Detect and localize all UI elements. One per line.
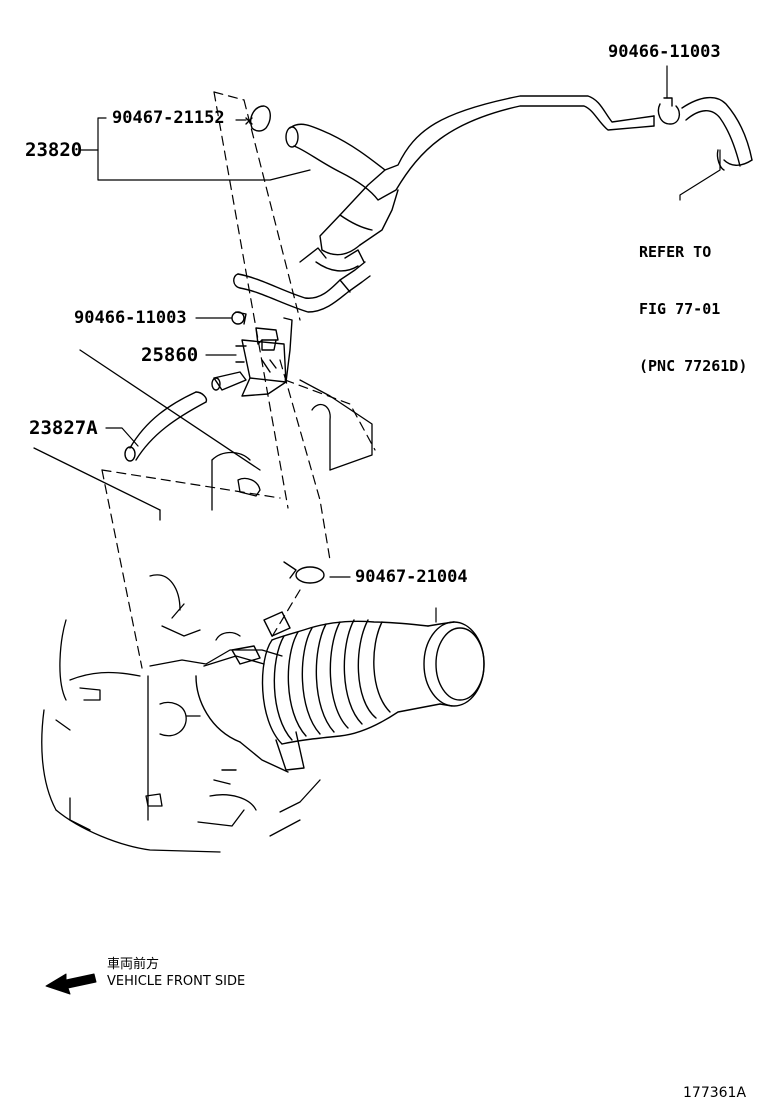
engine-block bbox=[33, 349, 373, 853]
part-number-90466-11003-mid: 90466-11003 bbox=[74, 308, 187, 328]
part-number-23820: 23820 bbox=[25, 139, 83, 161]
intake-air-hose bbox=[261, 619, 485, 745]
part-number-90466-11003-top: 90466-11003 bbox=[608, 42, 721, 62]
reference-note-line1: REFER TO bbox=[639, 243, 712, 261]
cap-90467-21152 bbox=[245, 105, 271, 132]
vacuum-hose-23820 bbox=[233, 95, 655, 313]
part-number-23827a: 23827A bbox=[29, 417, 98, 439]
vehicle-front-label-jp: 車両前方 bbox=[107, 957, 160, 972]
hose-23827a bbox=[124, 391, 208, 462]
illustration-number: 177361A bbox=[683, 1085, 747, 1101]
vehicle-front-label-en: VEHICLE FRONT SIDE bbox=[107, 974, 246, 989]
cap-90467-21004 bbox=[283, 561, 325, 584]
left-arrow-icon bbox=[45, 973, 97, 995]
throttle-body bbox=[195, 611, 305, 785]
right-hose bbox=[681, 97, 753, 171]
leader-lines bbox=[79, 65, 721, 623]
part-number-90467-21152: 90467-21152 bbox=[112, 108, 225, 128]
clip-90466-top bbox=[657, 97, 681, 125]
vehicle-front-side-label: 車両前方 VEHICLE FRONT SIDE bbox=[107, 956, 245, 990]
reference-note: REFER TO FIG 77-01 (PNC 77261D) bbox=[639, 205, 747, 395]
reference-note-line2: FIG 77-01 bbox=[639, 300, 721, 318]
part-number-25860: 25860 bbox=[141, 344, 199, 366]
clip-90466-mid bbox=[231, 311, 247, 325]
vsv-25860 bbox=[211, 317, 293, 397]
reference-note-line3: (PNC 77261D) bbox=[639, 357, 748, 375]
dashed-reference-lines bbox=[101, 91, 376, 669]
part-number-90467-21004: 90467-21004 bbox=[355, 567, 468, 587]
